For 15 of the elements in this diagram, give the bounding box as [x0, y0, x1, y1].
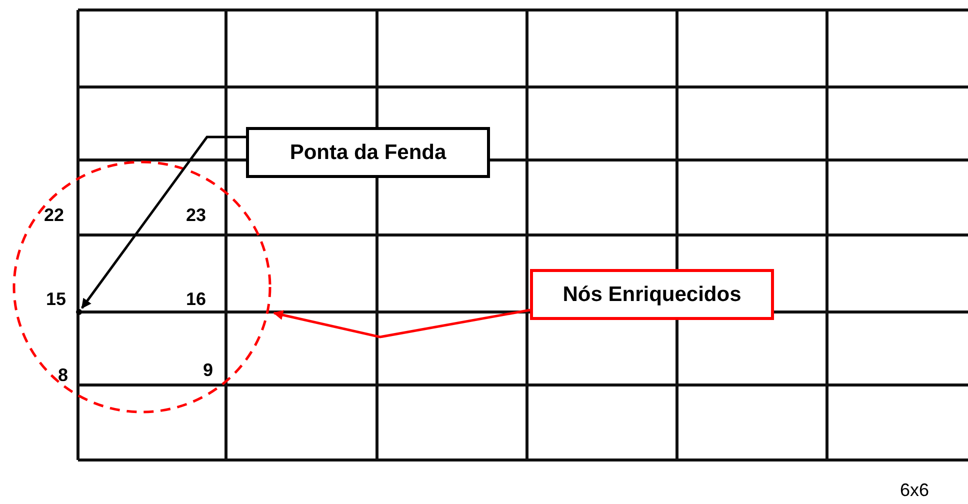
arrow [273, 308, 530, 338]
arrow [81, 136, 246, 309]
mesh-size-label: 6x6 [900, 480, 930, 501]
node-number: 9 [203, 360, 214, 380]
callout-text: Ponta da Fenda [290, 140, 446, 164]
node-number: 23 [186, 205, 206, 225]
node-number: 16 [186, 289, 206, 309]
node-number: 8 [58, 365, 68, 385]
callout-text: Nós Enriquecidos [562, 282, 742, 306]
node-number: 15 [46, 289, 66, 309]
callout-box [530, 269, 774, 320]
crack-tip-point [76, 309, 82, 315]
callout-box [246, 127, 490, 178]
dashed-region-circle [12, 160, 272, 414]
node-number: 22 [44, 205, 64, 225]
